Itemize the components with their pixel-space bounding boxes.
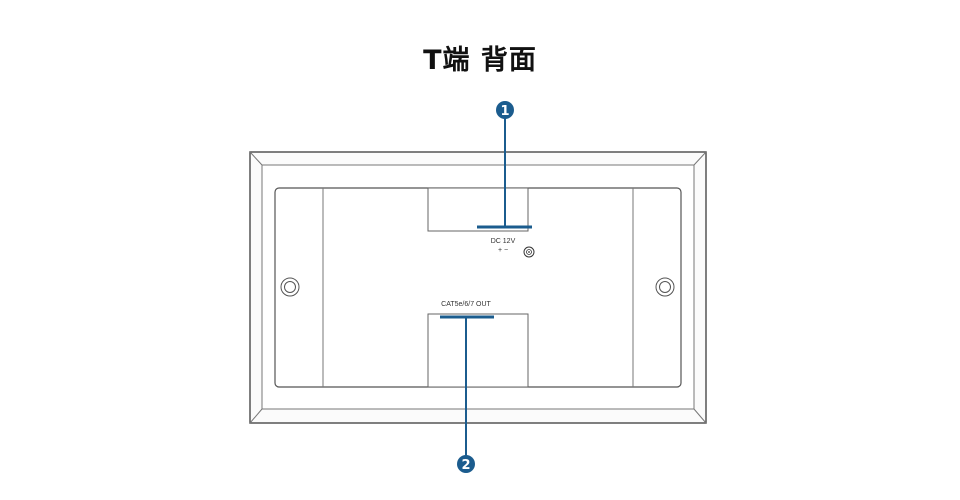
page-title: T端 背面 bbox=[423, 45, 537, 76]
bevel-corner-br bbox=[693, 408, 707, 424]
cat-out-label: CAT5e/6/7 OUT bbox=[441, 301, 491, 308]
callout-2: 2 bbox=[440, 315, 494, 473]
screw-hole-right-icon bbox=[655, 277, 675, 297]
dc-power-label: DC 12V bbox=[491, 238, 516, 245]
callout-2-badge bbox=[457, 455, 475, 473]
callout-1: 1 bbox=[477, 101, 532, 229]
callout-2-number: 2 bbox=[461, 458, 470, 473]
screw-hole-left-icon bbox=[280, 277, 300, 297]
callout-1-number: 1 bbox=[500, 104, 509, 119]
bevel-corner-bl bbox=[249, 408, 263, 424]
bottom-module-box bbox=[427, 313, 529, 388]
top-module-box bbox=[427, 187, 529, 232]
bevel-corner-tl bbox=[249, 151, 263, 166]
dc-power-jack-icon bbox=[523, 246, 535, 258]
bevel-corner-tr bbox=[693, 151, 707, 166]
dc-polarity-label: + − bbox=[498, 247, 508, 254]
callout-1-badge bbox=[496, 101, 514, 119]
